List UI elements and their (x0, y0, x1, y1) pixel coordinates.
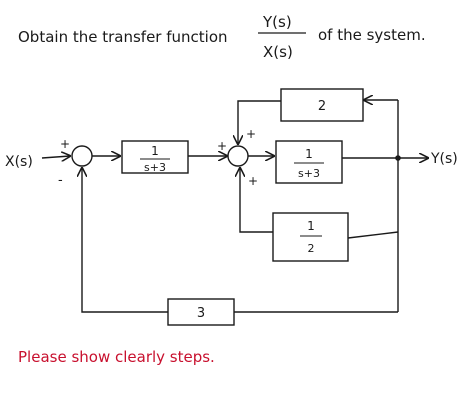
block-top-feedback (280, 88, 364, 122)
outer-feedback-return (82, 168, 168, 313)
summer2-top-sign: + (246, 127, 256, 141)
input-arrow (41, 156, 70, 158)
summer2-forward-sign: + (217, 139, 227, 153)
bottom-block-num: 1 (307, 219, 315, 233)
summing-junction-1 (71, 145, 93, 167)
block2-den: s+3 (298, 167, 320, 180)
outer-block-gain: 3 (197, 306, 205, 321)
prompt-tail: of the system. (318, 26, 426, 44)
summer2-bottom-sign: + (248, 174, 258, 188)
summing-junction-2 (227, 145, 249, 167)
prompt-denominator: X(s) (263, 43, 293, 61)
input-label: X(s) (5, 154, 33, 170)
block1-num: 1 (151, 144, 159, 158)
bottom-block-den: 2 (308, 242, 315, 255)
summer1-feedback-sign: - (58, 173, 63, 188)
block2-num: 1 (305, 147, 313, 161)
block-forward-1 (121, 140, 189, 174)
instruction-note: Please show clearly steps. (18, 348, 215, 366)
prompt-lead: Obtain the transfer function (18, 28, 228, 46)
top-block-gain: 2 (318, 99, 326, 114)
bottom-feedback-return (240, 168, 273, 233)
output-label: Y(s) (430, 151, 458, 167)
block1-den: s+3 (144, 161, 166, 174)
top-feedback-return (238, 100, 281, 144)
bottom-path-feed (347, 231, 399, 239)
block-forward-2 (275, 140, 343, 184)
summer1-input-sign: + (60, 137, 70, 151)
prompt-numerator: Y(s) (262, 13, 292, 31)
block-bottom-feedback (272, 212, 349, 262)
